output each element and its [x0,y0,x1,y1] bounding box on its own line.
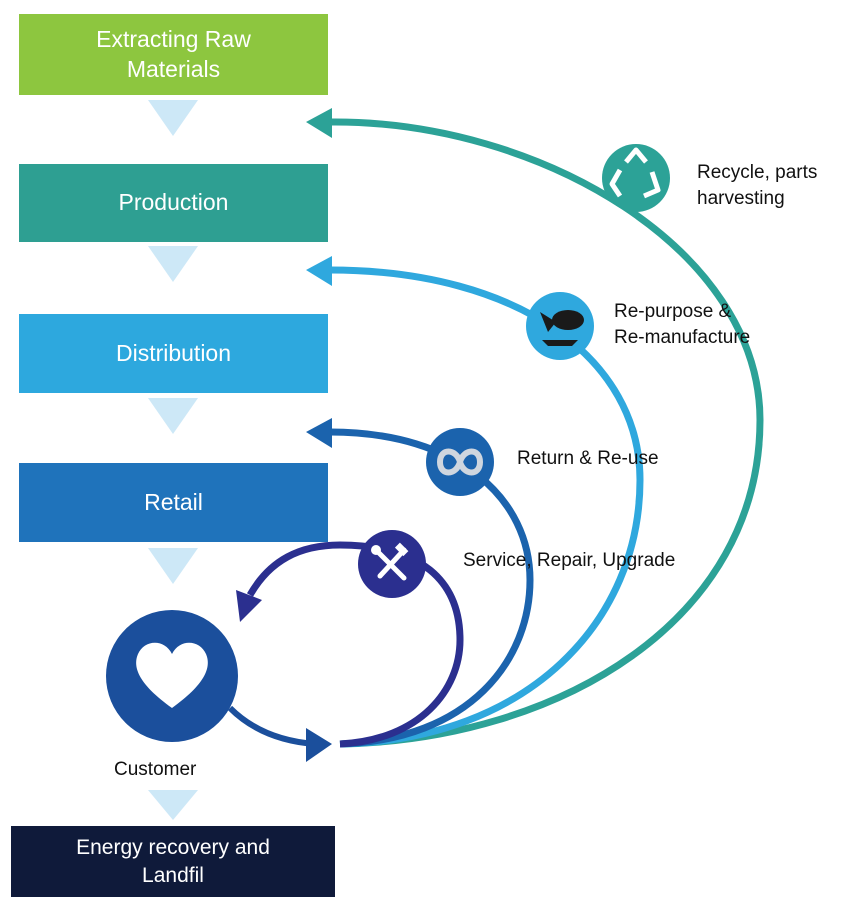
infinity-icon [426,428,494,496]
stage-energy-recovery-landfill: Energy recovery and Landfil [11,826,335,897]
stage-distribution-label: Distribution [115,339,232,366]
stage-production: Production [19,164,328,242]
stage-raw-line-2: Materials [126,55,221,82]
recycle-label-line-2: harvesting [697,187,785,209]
service-loop-path [246,541,464,748]
repurpose-label-line-1: Re-purpose & [614,301,732,322]
flow-arrow-5 [148,790,198,820]
repurpose-loop-path [329,266,644,748]
stage-retail-label: Retail [144,488,203,515]
recycle-loop-path [329,118,764,748]
stage-raw-line-1: Extracting Raw [96,25,251,52]
factory-tools-icon [526,292,594,360]
repurpose-label-line-2: Re-manufacture [614,326,751,348]
wrench-hammer-icon [358,530,426,598]
flow-arrow-2 [148,246,198,282]
service-loop-arrowhead [236,590,262,622]
heart-icon [136,642,208,708]
stage-production-label: Production [118,189,229,216]
recycle-label-line-1: Recycle, parts [697,162,818,183]
repurpose-label: Re-purpose & Re-manufacture [614,299,750,350]
recycle-label: Recycle, parts harvesting [697,160,817,211]
return-loop-arrowhead [306,418,332,448]
customer-label: Customer [114,759,197,780]
return-loop-path [329,428,534,748]
return-label: Return & Re-use [517,448,659,469]
customer-to-hub-path [227,705,316,747]
flow-arrow-4 [148,548,198,584]
flow-arrow-3 [148,398,198,434]
stage-landfill-line-1: Energy recovery and [76,836,270,860]
customer-circle [106,610,238,742]
recycle-icon [602,144,670,212]
stage-retail: Retail [19,463,328,542]
stage-extracting-raw-materials: Extracting Raw Materials [19,14,328,95]
service-label: Service, Repair, Upgrade [463,550,676,571]
recycle-loop-arrowhead [306,108,332,138]
stage-landfill-line-2: Landfil [142,863,204,887]
flow-arrow-1 [148,100,198,136]
repurpose-loop-arrowhead [306,256,332,286]
stage-distribution: Distribution [19,314,328,393]
customer-to-hub-arrowhead [306,728,332,762]
